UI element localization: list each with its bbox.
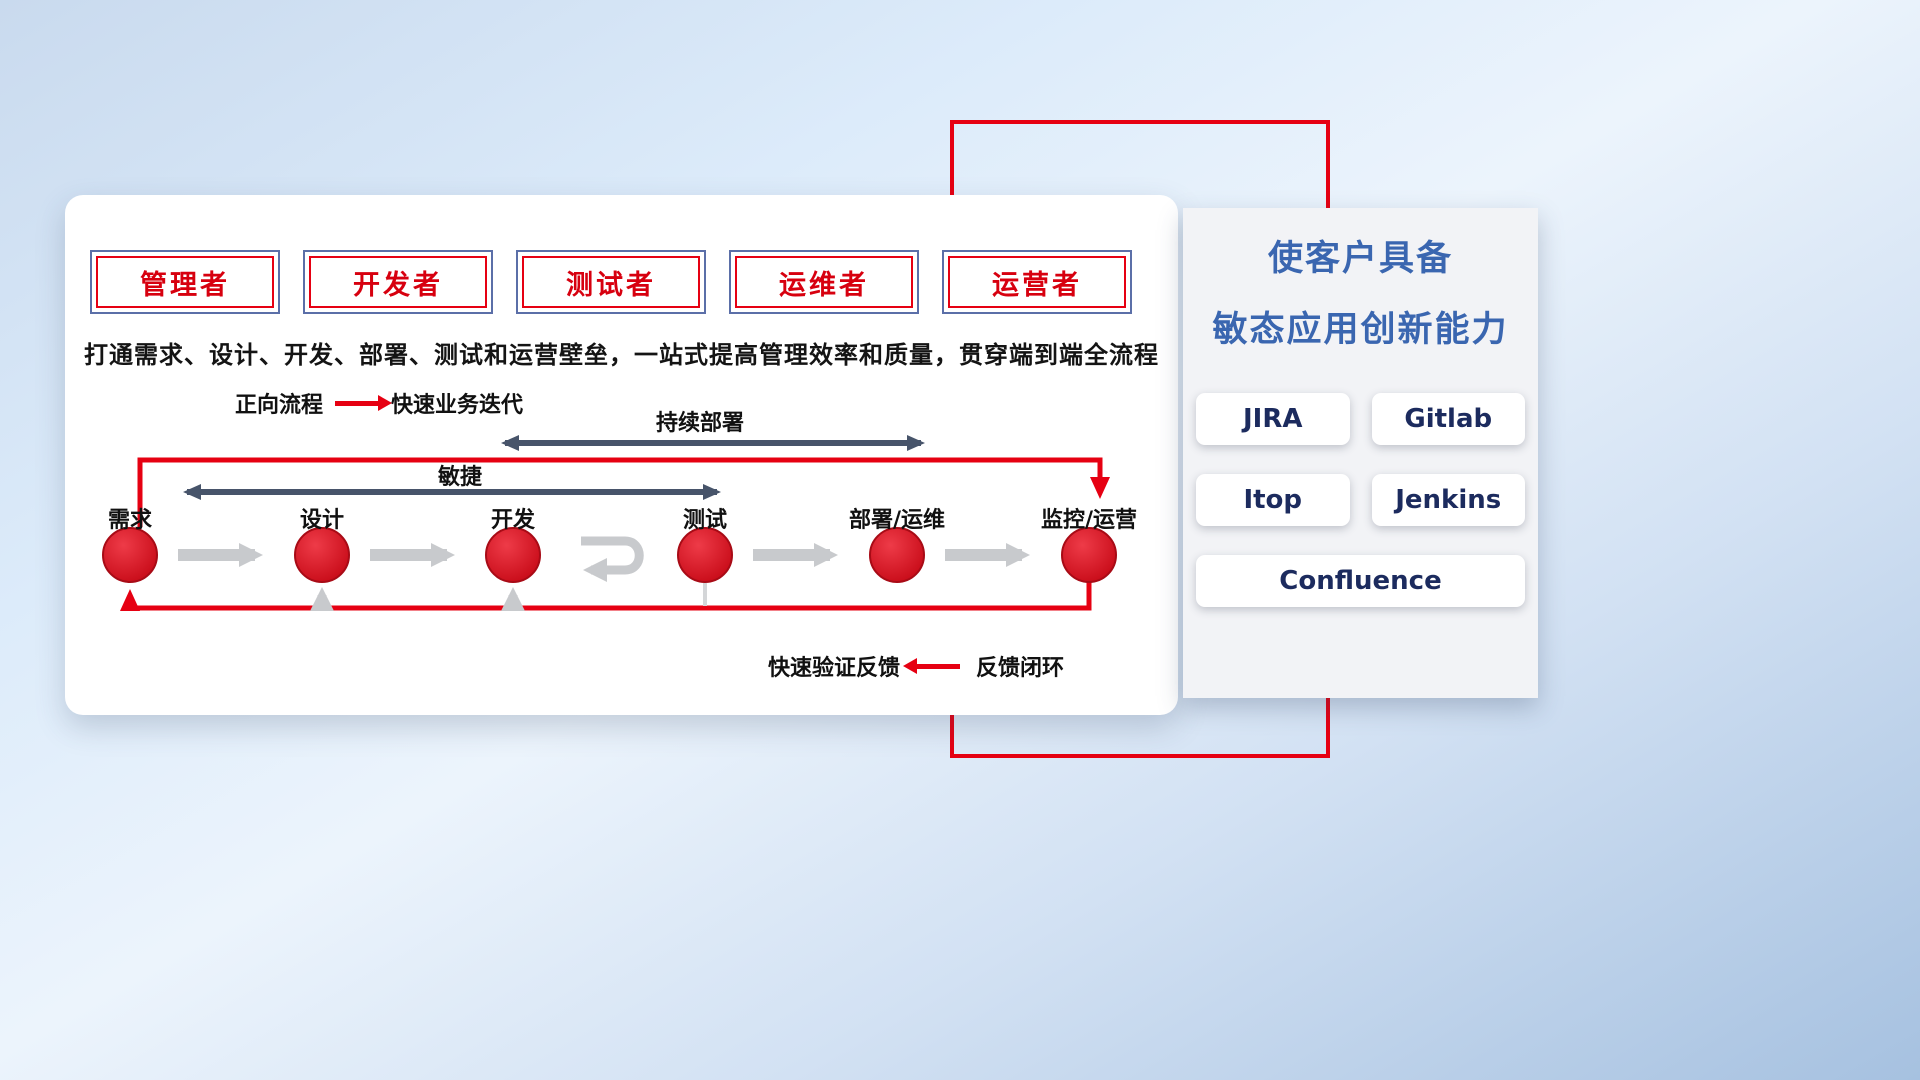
- panel-title-line2: 敏态应用创新能力: [1212, 310, 1509, 350]
- capability-panel: 使客户具备 敏态应用创新能力 JIRA Gitlab Itop Jenkins …: [1183, 208, 1538, 698]
- flow-diagram: [102, 435, 1117, 611]
- node-circle-test: [677, 527, 733, 583]
- card-subtitle: 打通需求、设计、开发、部署、测试和运营壁垒，一站式提高管理效率和质量，贯穿端到端…: [84, 341, 1159, 369]
- role-box-tester: 测试者: [516, 250, 706, 314]
- node-label-design: 设计: [299, 508, 345, 533]
- node-label-develop: 开发: [490, 508, 536, 533]
- node-circle-requirement: [102, 527, 158, 583]
- legend-feedback-value: 反馈闭环: [976, 656, 1065, 681]
- panel-title: 使客户具备 敏态应用创新能力: [1183, 208, 1538, 348]
- node-circle-develop: [485, 527, 541, 583]
- node-label-monitor-operate: 监控/运营: [1040, 508, 1138, 533]
- devops-flow-card: 管理者 开发者 测试者 运维者 运营者 打通需求、设计、开发、部署、测试和运营壁…: [65, 195, 1178, 715]
- tools-grid: JIRA Gitlab Itop Jenkins Confluence: [1196, 393, 1525, 607]
- node-label-requirement: 需求: [107, 508, 153, 533]
- tool-jenkins[interactable]: Jenkins: [1371, 474, 1525, 526]
- node-label-deploy-ops: 部署/运维: [848, 508, 946, 533]
- role-box-ops: 运维者: [729, 250, 919, 314]
- role-box-manager: 管理者: [90, 250, 280, 314]
- tool-itop[interactable]: Itop: [1196, 474, 1350, 526]
- role-label: 开发者: [353, 269, 443, 301]
- feedback-loop-arrow: [120, 581, 1092, 611]
- legend-forward-value: 快速业务迭代: [391, 393, 524, 418]
- legend-feedback-label: 快速验证反馈: [768, 656, 901, 681]
- role-label: 运维者: [779, 269, 869, 301]
- node-circle-design: [294, 527, 350, 583]
- roles-row: 管理者 开发者 测试者 运维者 运营者: [90, 250, 1132, 314]
- legend-forward: 正向流程 快速业务迭代: [235, 387, 523, 419]
- legend-forward-label: 正向流程: [235, 393, 324, 418]
- tool-confluence[interactable]: Confluence: [1196, 555, 1525, 607]
- red-left-arrow-icon: [903, 657, 961, 674]
- role-label: 管理者: [140, 269, 230, 301]
- role-label: 运营者: [992, 269, 1082, 301]
- iteration-loop-arrow-icon: [581, 536, 644, 582]
- role-box-operator: 运营者: [942, 250, 1132, 314]
- tool-jira[interactable]: JIRA: [1196, 393, 1350, 445]
- panel-title-line1: 使客户具备: [1267, 239, 1453, 279]
- forward-loop-arrow: [137, 457, 1110, 527]
- node-circle-monitor-operate: [1061, 527, 1117, 583]
- agile-label: 敏捷: [437, 465, 483, 490]
- continuous-deploy-label: 持续部署: [655, 411, 745, 436]
- node-circle-deploy-ops: [869, 527, 925, 583]
- role-label: 测试者: [566, 269, 656, 301]
- tool-gitlab[interactable]: Gitlab: [1371, 393, 1525, 445]
- role-box-developer: 开发者: [303, 250, 493, 314]
- node-label-test: 测试: [682, 508, 728, 533]
- red-right-arrow-icon: [335, 394, 393, 411]
- legend-feedback: 快速验证反馈 反馈闭环: [768, 650, 1064, 682]
